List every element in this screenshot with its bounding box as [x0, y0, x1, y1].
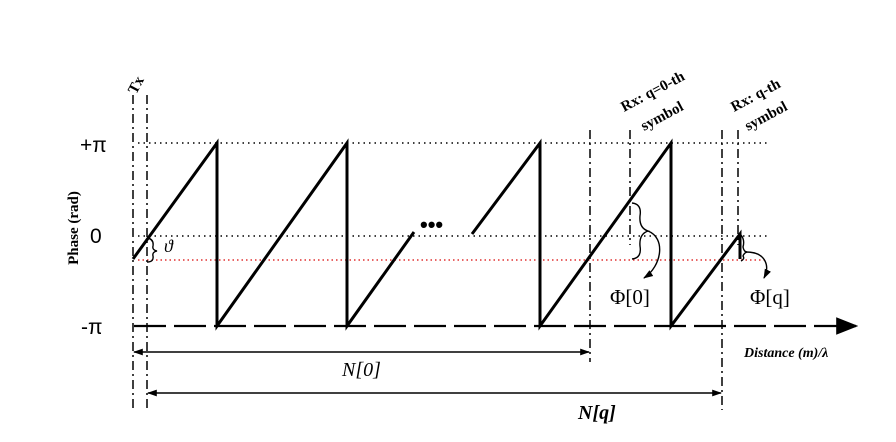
phiq-arrow	[745, 251, 772, 279]
sawtooth-segment-1	[131, 138, 416, 331]
y-axis-label: Phase (rad)	[66, 191, 82, 265]
phi0-arrow	[643, 230, 661, 279]
theta-brace	[146, 237, 158, 263]
phi0-label: Φ[0]	[610, 285, 650, 309]
y-tick-zero: 0	[90, 225, 102, 248]
tx-label: Tx	[125, 73, 148, 96]
sawtooth-waveform	[131, 138, 742, 331]
n0-label: N[0]	[341, 359, 381, 381]
theta-label: ϑ	[164, 236, 174, 256]
ellipsis-dots: •••	[420, 212, 443, 237]
nq-label: N[q]	[577, 402, 616, 424]
phiq-label: Φ[q]	[750, 285, 790, 309]
distance-axis-label: Distance (m)/λ	[743, 346, 828, 361]
sawtooth-segment-2	[470, 138, 742, 331]
phi0-brace	[631, 202, 651, 260]
y-tick-minus-pi: -π	[81, 316, 102, 339]
phiq-brace	[740, 234, 748, 262]
y-tick-plus-pi: +π	[80, 134, 107, 157]
